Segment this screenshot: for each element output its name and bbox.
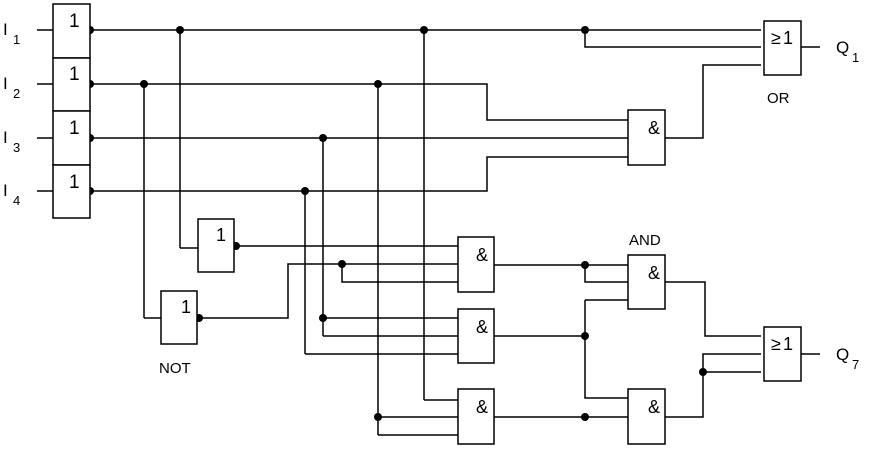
not-symbol: 1 bbox=[216, 225, 226, 245]
and-symbol: & bbox=[648, 263, 660, 283]
junction-dot bbox=[420, 26, 428, 34]
input-label-name: I bbox=[3, 74, 8, 93]
and-gate-upper-right: & bbox=[627, 109, 666, 166]
input-buffer-2: 1 bbox=[52, 57, 91, 112]
and-gate-middle-3: & bbox=[457, 388, 495, 445]
junction-dot bbox=[319, 134, 327, 142]
junction-dot bbox=[581, 332, 589, 340]
junction-dot bbox=[319, 314, 327, 322]
input-label-name: I bbox=[3, 128, 8, 147]
and-gate-right-1: & bbox=[627, 254, 666, 310]
and-gate-middle-2: & bbox=[457, 308, 495, 364]
or-ge-symbol: ≥ bbox=[771, 334, 781, 354]
junction-dot bbox=[374, 413, 382, 421]
input-buffer-1: 1 bbox=[52, 3, 91, 59]
or-ge-symbol: ≥ bbox=[771, 28, 781, 48]
and-gate-middle-1: & bbox=[457, 236, 495, 293]
input-label-name: I bbox=[3, 20, 8, 39]
output-label-name: Q bbox=[836, 38, 849, 57]
input-buffer-3: 1 bbox=[52, 110, 91, 166]
junction-dot bbox=[374, 80, 382, 88]
input-label-i3: I 3 bbox=[3, 128, 20, 155]
or-gate-upper: ≥ 1 bbox=[763, 20, 802, 76]
or-one-symbol: 1 bbox=[783, 28, 793, 48]
output-label-q1: Q 1 bbox=[836, 38, 859, 65]
input-label-i4: I 4 bbox=[3, 181, 20, 208]
input-label-subscript: 1 bbox=[13, 32, 20, 47]
input-label-name: I bbox=[3, 181, 8, 200]
and-symbol: & bbox=[648, 397, 660, 417]
or-gate-lower: ≥ 1 bbox=[763, 326, 802, 382]
and-gate-right-2: & bbox=[627, 388, 666, 445]
input-label-subscript: 4 bbox=[13, 193, 20, 208]
junction-dot bbox=[338, 260, 346, 268]
and-symbol: & bbox=[476, 397, 488, 417]
not-caption: NOT bbox=[159, 360, 191, 377]
buffer-symbol: 1 bbox=[69, 172, 80, 193]
or-caption: OR bbox=[767, 90, 790, 107]
junction-dot bbox=[140, 80, 148, 88]
junction-dot bbox=[699, 368, 707, 376]
and-symbol: & bbox=[476, 245, 488, 265]
not-gate-upper: 1 bbox=[197, 218, 235, 273]
junction-dot bbox=[581, 413, 589, 421]
buffer-symbol: 1 bbox=[69, 64, 80, 85]
wires bbox=[37, 29, 820, 436]
and-caption: AND bbox=[629, 232, 661, 249]
input-buffer-4: 1 bbox=[52, 164, 91, 219]
output-label-name: Q bbox=[836, 345, 849, 364]
not-gate-lower: 1 bbox=[160, 290, 198, 345]
or-one-symbol: 1 bbox=[783, 334, 793, 354]
input-label-i2: I 2 bbox=[3, 74, 20, 101]
buffer-symbol: 1 bbox=[69, 11, 80, 32]
junction-dot bbox=[301, 187, 309, 195]
buffer-symbol: 1 bbox=[69, 118, 80, 139]
and-symbol: & bbox=[476, 317, 488, 337]
not-symbol: 1 bbox=[181, 297, 191, 317]
junction-dot bbox=[581, 26, 589, 34]
input-label-subscript: 2 bbox=[13, 86, 20, 101]
junction-dot bbox=[176, 26, 184, 34]
junction-dot bbox=[581, 261, 589, 269]
input-label-i1: I 1 bbox=[3, 20, 20, 47]
and-symbol: & bbox=[648, 118, 660, 138]
output-label-subscript: 1 bbox=[852, 50, 859, 65]
output-label-q7: Q 7 bbox=[836, 345, 859, 372]
input-label-subscript: 3 bbox=[13, 140, 20, 155]
output-label-subscript: 7 bbox=[852, 357, 859, 372]
